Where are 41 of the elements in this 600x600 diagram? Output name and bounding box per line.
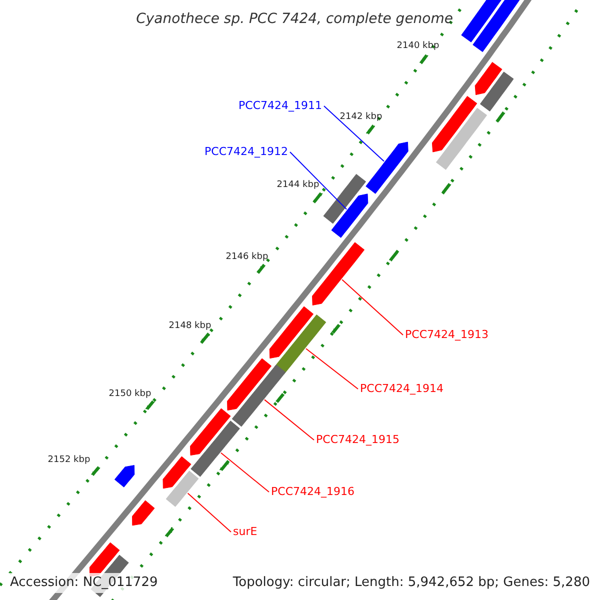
leader-line (264, 399, 314, 440)
leader-line (220, 452, 270, 492)
gene-block (190, 408, 231, 456)
tick-label: 2140 kbp (396, 41, 440, 52)
gene-block (227, 358, 272, 411)
gene-label: PCC7424_1911 (238, 99, 322, 113)
gene-block (274, 314, 326, 375)
gene-block (436, 108, 488, 170)
tick-label: 2144 kbp (276, 180, 320, 191)
gene-block (232, 364, 286, 427)
gene-block (331, 194, 368, 238)
tick-label: 2152 kbp (48, 455, 90, 466)
leader-line (306, 348, 358, 390)
gene-block (474, 62, 502, 96)
gene-block (323, 174, 366, 224)
gene-block (190, 420, 240, 477)
gene-block (432, 96, 478, 152)
leader-line (342, 279, 404, 336)
leader-line (187, 492, 232, 532)
title: Cyanothece sp. PCC 7424, complete genome (136, 10, 453, 29)
gene-block (366, 142, 408, 194)
gene-block (162, 456, 192, 489)
gene-block (312, 242, 365, 306)
tick-label: 2148 kbp (168, 321, 212, 332)
tick-label: 2150 kbp (108, 389, 152, 400)
gene-block (166, 470, 199, 507)
accession-text: Accession: NC_011729 (8, 573, 160, 592)
gene-label: PCC7424_1914 (360, 382, 444, 396)
tick-label: 2142 kbp (340, 112, 382, 123)
leader-line (290, 152, 348, 210)
gene-label: PCC7424_1912 (204, 145, 288, 159)
gene-label: surE (233, 525, 258, 539)
gene-block (480, 72, 514, 112)
gene-block (132, 500, 155, 526)
gene-block (114, 465, 135, 488)
gene-label: PCC7424_1916 (271, 485, 354, 499)
gene-label: PCC7424_1915 (316, 433, 400, 447)
leader-line (324, 106, 384, 162)
gene-label: PCC7424_1913 (405, 328, 488, 342)
gene-block (269, 306, 314, 359)
tick-label: 2146 kbp (226, 252, 268, 263)
